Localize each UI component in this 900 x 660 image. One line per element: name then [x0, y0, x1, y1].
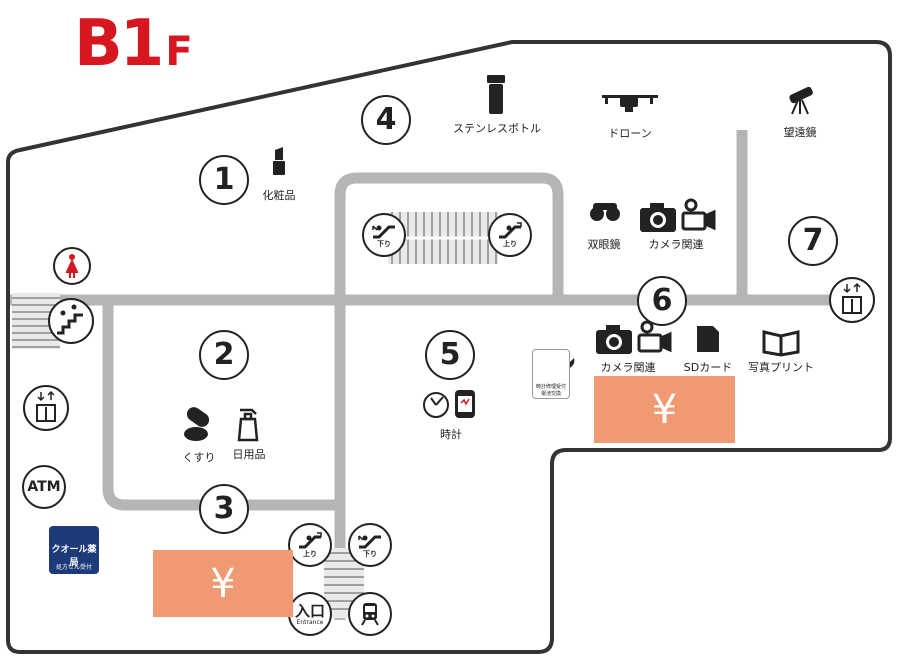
escalator-pattern-top	[388, 212, 498, 264]
zone-5[interactable]: 5	[425, 330, 475, 380]
sd-card-icon	[697, 326, 719, 352]
zone-1[interactable]: 1	[199, 155, 249, 205]
lipstick-icon	[273, 147, 285, 175]
walkway-loop	[334, 172, 564, 300]
watch-repair-service[interactable]: 時計修理受付 電池交換	[532, 349, 570, 399]
atm-label: ATM	[27, 479, 61, 495]
label-drone: ドローン	[608, 127, 652, 140]
label-camera-bottom: カメラ関連	[600, 361, 656, 374]
label-watch: 時計	[440, 428, 462, 441]
zone-2[interactable]: 2	[199, 330, 249, 380]
binoculars-icon	[590, 203, 620, 221]
cashier-right: ¥	[594, 376, 735, 443]
escalator-down-label: 下り	[377, 240, 391, 248]
entrance-sublabel: Entrance	[296, 618, 324, 626]
bottle-icon	[487, 75, 505, 114]
camera-icon-top	[640, 203, 676, 232]
label-telescope: 望遠鏡	[783, 126, 817, 139]
label-sd-card: SDカード	[683, 361, 733, 374]
telescope-icon	[789, 86, 813, 115]
pill-icon	[184, 407, 210, 441]
escalator-up-top[interactable]: 上り	[488, 213, 532, 257]
service-line-2: 電池交換	[540, 391, 561, 397]
spray-bottle-icon	[237, 408, 259, 442]
zone-4[interactable]: 4	[361, 95, 411, 145]
photo-album-icon	[762, 330, 800, 357]
zone-6[interactable]: 6	[637, 276, 687, 326]
elevator-icon-left	[23, 385, 69, 431]
pharmacy-sub: 処方せん受付	[55, 564, 92, 571]
label-daily-goods: 日用品	[232, 448, 266, 461]
zone-7[interactable]: 7	[788, 216, 838, 266]
escalator-down-entrance[interactable]: 下り	[348, 523, 392, 567]
train-icon	[361, 603, 379, 626]
pharmacy-card[interactable]: クオール薬局 処方せん受付	[49, 526, 99, 574]
escalator-up-icon	[299, 532, 322, 549]
walkway-left	[102, 300, 340, 511]
cashier-left: ¥	[153, 550, 293, 617]
floor-number: B1	[74, 7, 164, 81]
smartwatch-icon	[455, 390, 475, 418]
escalator-up-label: 上り	[503, 240, 517, 248]
escalator-up-entrance[interactable]: 上り	[288, 523, 332, 567]
escalator-down-icon	[372, 225, 395, 239]
service-line-1: 時計修理受付	[535, 384, 566, 390]
stairs-pattern-left	[12, 293, 60, 349]
escalator-up-label: 上り	[303, 550, 317, 558]
label-camera-top: カメラ関連	[648, 238, 704, 251]
video-camera-icon-bottom	[637, 320, 672, 353]
escalator-down-top[interactable]: 下り	[362, 213, 406, 257]
zone-3[interactable]: 3	[199, 484, 249, 534]
label-stainless-bottle: ステンレスボトル	[453, 122, 541, 135]
entrance-label: 入口	[294, 601, 325, 620]
label-medicine: くすり	[182, 451, 216, 464]
stairs-up-icon	[48, 298, 94, 344]
escalator-down-icon	[358, 535, 381, 549]
restroom-female-icon	[53, 247, 91, 285]
pharmacy-brand: クオール薬局	[51, 545, 97, 568]
entrance-marker[interactable]: 入口 Entrance	[288, 592, 332, 636]
floor-suffix: F	[165, 29, 193, 75]
video-camera-icon-top	[681, 198, 716, 231]
label-binoculars: 双眼鏡	[587, 238, 621, 251]
elevator-icon-right	[829, 277, 875, 323]
train-marker[interactable]	[348, 592, 392, 636]
clock-icon	[423, 392, 449, 418]
drone-icon	[602, 95, 658, 112]
walkways	[10, 130, 850, 620]
camera-icon-bottom	[596, 325, 632, 354]
atm-marker[interactable]: ATM	[22, 465, 66, 509]
escalator-up-icon	[499, 222, 522, 239]
label-photo-print: 写真プリント	[748, 361, 814, 374]
label-cosmetics: 化粧品	[262, 189, 296, 202]
escalator-down-label: 下り	[363, 550, 377, 558]
